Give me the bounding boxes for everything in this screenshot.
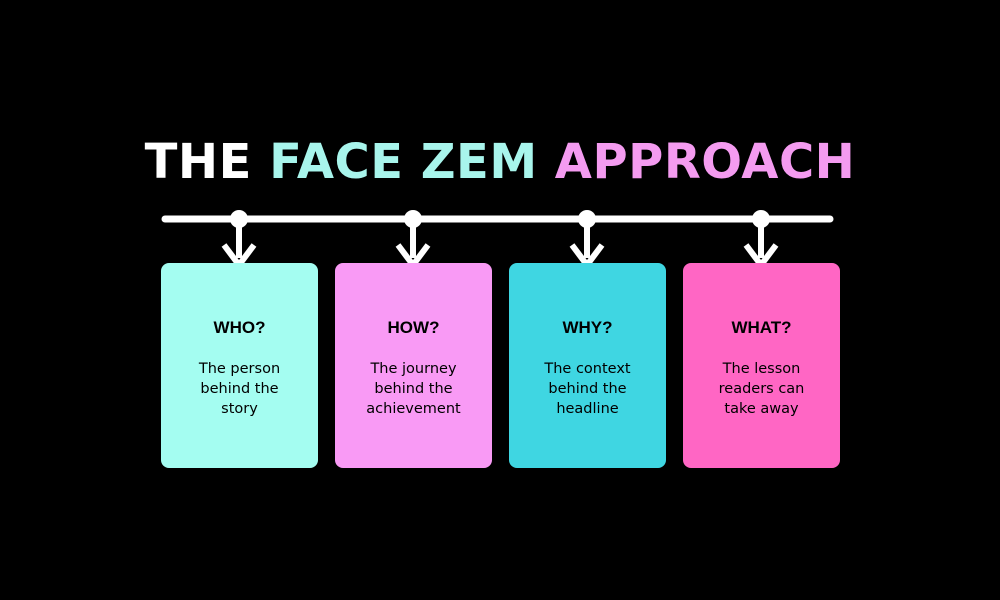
card-why-line-1: The context bbox=[544, 361, 631, 377]
title-part-face-zem: FACE ZEM bbox=[269, 134, 538, 190]
card-how: HOW? The journey behind the achievement bbox=[335, 263, 492, 468]
card-body-what: The lesson readers can take away bbox=[693, 359, 830, 419]
diagram-title: THE FACE ZEM APPROACH bbox=[0, 132, 1000, 192]
card-heading-why: WHY? bbox=[562, 318, 613, 337]
card-why-line-2: behind the bbox=[548, 381, 627, 397]
card-what: WHAT? The lesson readers can take away bbox=[683, 263, 840, 468]
card-who-line-2: behind the bbox=[200, 381, 279, 397]
card-body-who: The person behind the story bbox=[171, 359, 308, 419]
card-how-line-2: behind the bbox=[374, 381, 453, 397]
card-what-line-3: take away bbox=[724, 401, 799, 417]
card-what-line-1: The lesson bbox=[722, 361, 801, 377]
title-part-approach: APPROACH bbox=[537, 134, 856, 190]
card-how-line-3: achievement bbox=[366, 401, 461, 417]
card-heading-how: HOW? bbox=[387, 318, 440, 337]
card-heading-who: WHO? bbox=[213, 318, 266, 337]
card-who-line-1: The person bbox=[198, 361, 281, 377]
card-body-how: The journey behind the achievement bbox=[345, 359, 482, 419]
card-how-line-1: The journey bbox=[370, 361, 457, 377]
card-who-line-3: story bbox=[221, 401, 258, 417]
card-why: WHY? The context behind the headline bbox=[509, 263, 666, 468]
card-why-line-3: headline bbox=[556, 401, 619, 417]
card-who: WHO? The person behind the story bbox=[161, 263, 318, 468]
timeline-connector bbox=[161, 210, 834, 270]
card-body-why: The context behind the headline bbox=[519, 359, 656, 419]
title-part-the: THE bbox=[144, 134, 270, 190]
card-heading-what: WHAT? bbox=[731, 318, 792, 337]
card-what-line-2: readers can bbox=[718, 381, 805, 397]
